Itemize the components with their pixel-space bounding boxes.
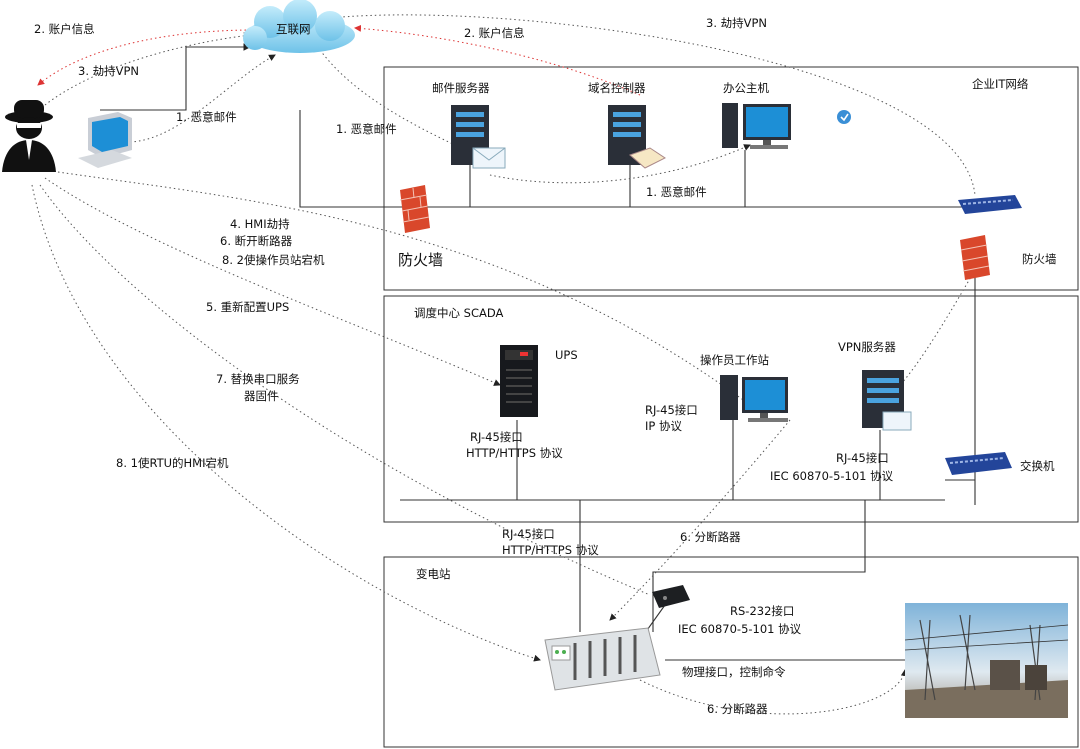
ups-icon [500,345,538,417]
rtu-icon [544,627,661,691]
server-icon [451,105,506,169]
account-info-mid: 2. 账户信息 [464,26,525,40]
ups-label: UPS [555,348,578,362]
switch-label: 交换机 [1020,459,1055,473]
replace-firmware-2: 器固件 [244,389,279,403]
substation-photo [904,603,1069,718]
malicious-mail-server: 1. 恶意邮件 [336,122,397,136]
it-zone [383,66,1079,291]
substation-zone-title: 变电站 [416,567,451,581]
rs232-port: RS-232接口 [730,604,794,618]
pc-icon [78,112,132,168]
server-icon [608,105,666,169]
rs232-protocol: IEC 60870-5-101 协议 [678,622,802,636]
shield-icon [837,110,851,124]
substation-port: RJ-45接口 [502,527,555,541]
reconfig-ups: 5. 重新配置UPS [206,300,289,314]
serial-server-icon [652,585,690,608]
hmi-hijack: 4. HMI劫持 [230,217,290,231]
malicious-mail-bottom: 1. 恶意邮件 [646,185,707,199]
vpn-server-label: VPN服务器 [838,340,896,354]
internet-label: 互联网 [276,22,311,36]
hijack-vpn-top: 3. 劫持VPN [706,16,767,30]
ups-port: RJ-45接口 [470,430,523,444]
hijack-vpn-left: 3. 劫持VPN [78,64,139,78]
breaker-mid: 6. 分断路器 [680,530,741,544]
router-icon [945,452,1012,475]
operator-protocol: IP 协议 [645,419,682,433]
replace-firmware-1: 7. 替换串口服务 [216,372,300,386]
malicious-mail-pc: 1. 恶意邮件 [176,110,237,124]
firewall-left-label: 防火墙 [398,251,443,269]
it-zone-title: 企业IT网络 [972,77,1029,91]
vpn-protocol: IEC 60870-5-101 协议 [770,469,894,483]
operator-port: RJ-45接口 [645,403,698,417]
router-icon [958,195,1022,214]
cloud-icon [243,0,355,53]
mail-server-label: 邮件服务器 [432,81,490,95]
office-pc-label: 办公主机 [723,81,769,95]
substation-protocol: HTTP/HTTPS 协议 [502,543,599,557]
scada-zone [383,295,1079,523]
hacker-icon [2,100,56,172]
account-info-left: 2. 账户信息 [34,22,95,36]
pc-icon [722,103,791,149]
rtu-hmi-crash: 8. 1使RTU的HMI宕机 [116,456,229,470]
firewall-icon [960,235,990,280]
server-icon [862,370,912,431]
firewall-right-label: 防火墙 [1022,252,1057,266]
ups-protocol: HTTP/HTTPS 协议 [466,446,563,460]
operator-ws-label: 操作员工作站 [700,353,769,367]
pc-icon [720,375,788,422]
network-wires [100,43,1020,661]
scada-zone-title: 调度中心 SCADA [414,306,504,320]
domain-controller-label: 域名控制器 [588,81,646,95]
open-breaker: 6. 断开断路器 [220,234,293,248]
breaker-bottom: 6. 分断路器 [707,702,768,716]
crash-operator: 8. 2使操作员站宕机 [222,253,325,267]
firewall-icon [399,185,430,233]
substation-zone [383,556,1079,748]
physical-control: 物理接口，控制命令 [682,665,786,679]
vpn-port: RJ-45接口 [836,451,889,465]
attack-paths [31,14,976,715]
